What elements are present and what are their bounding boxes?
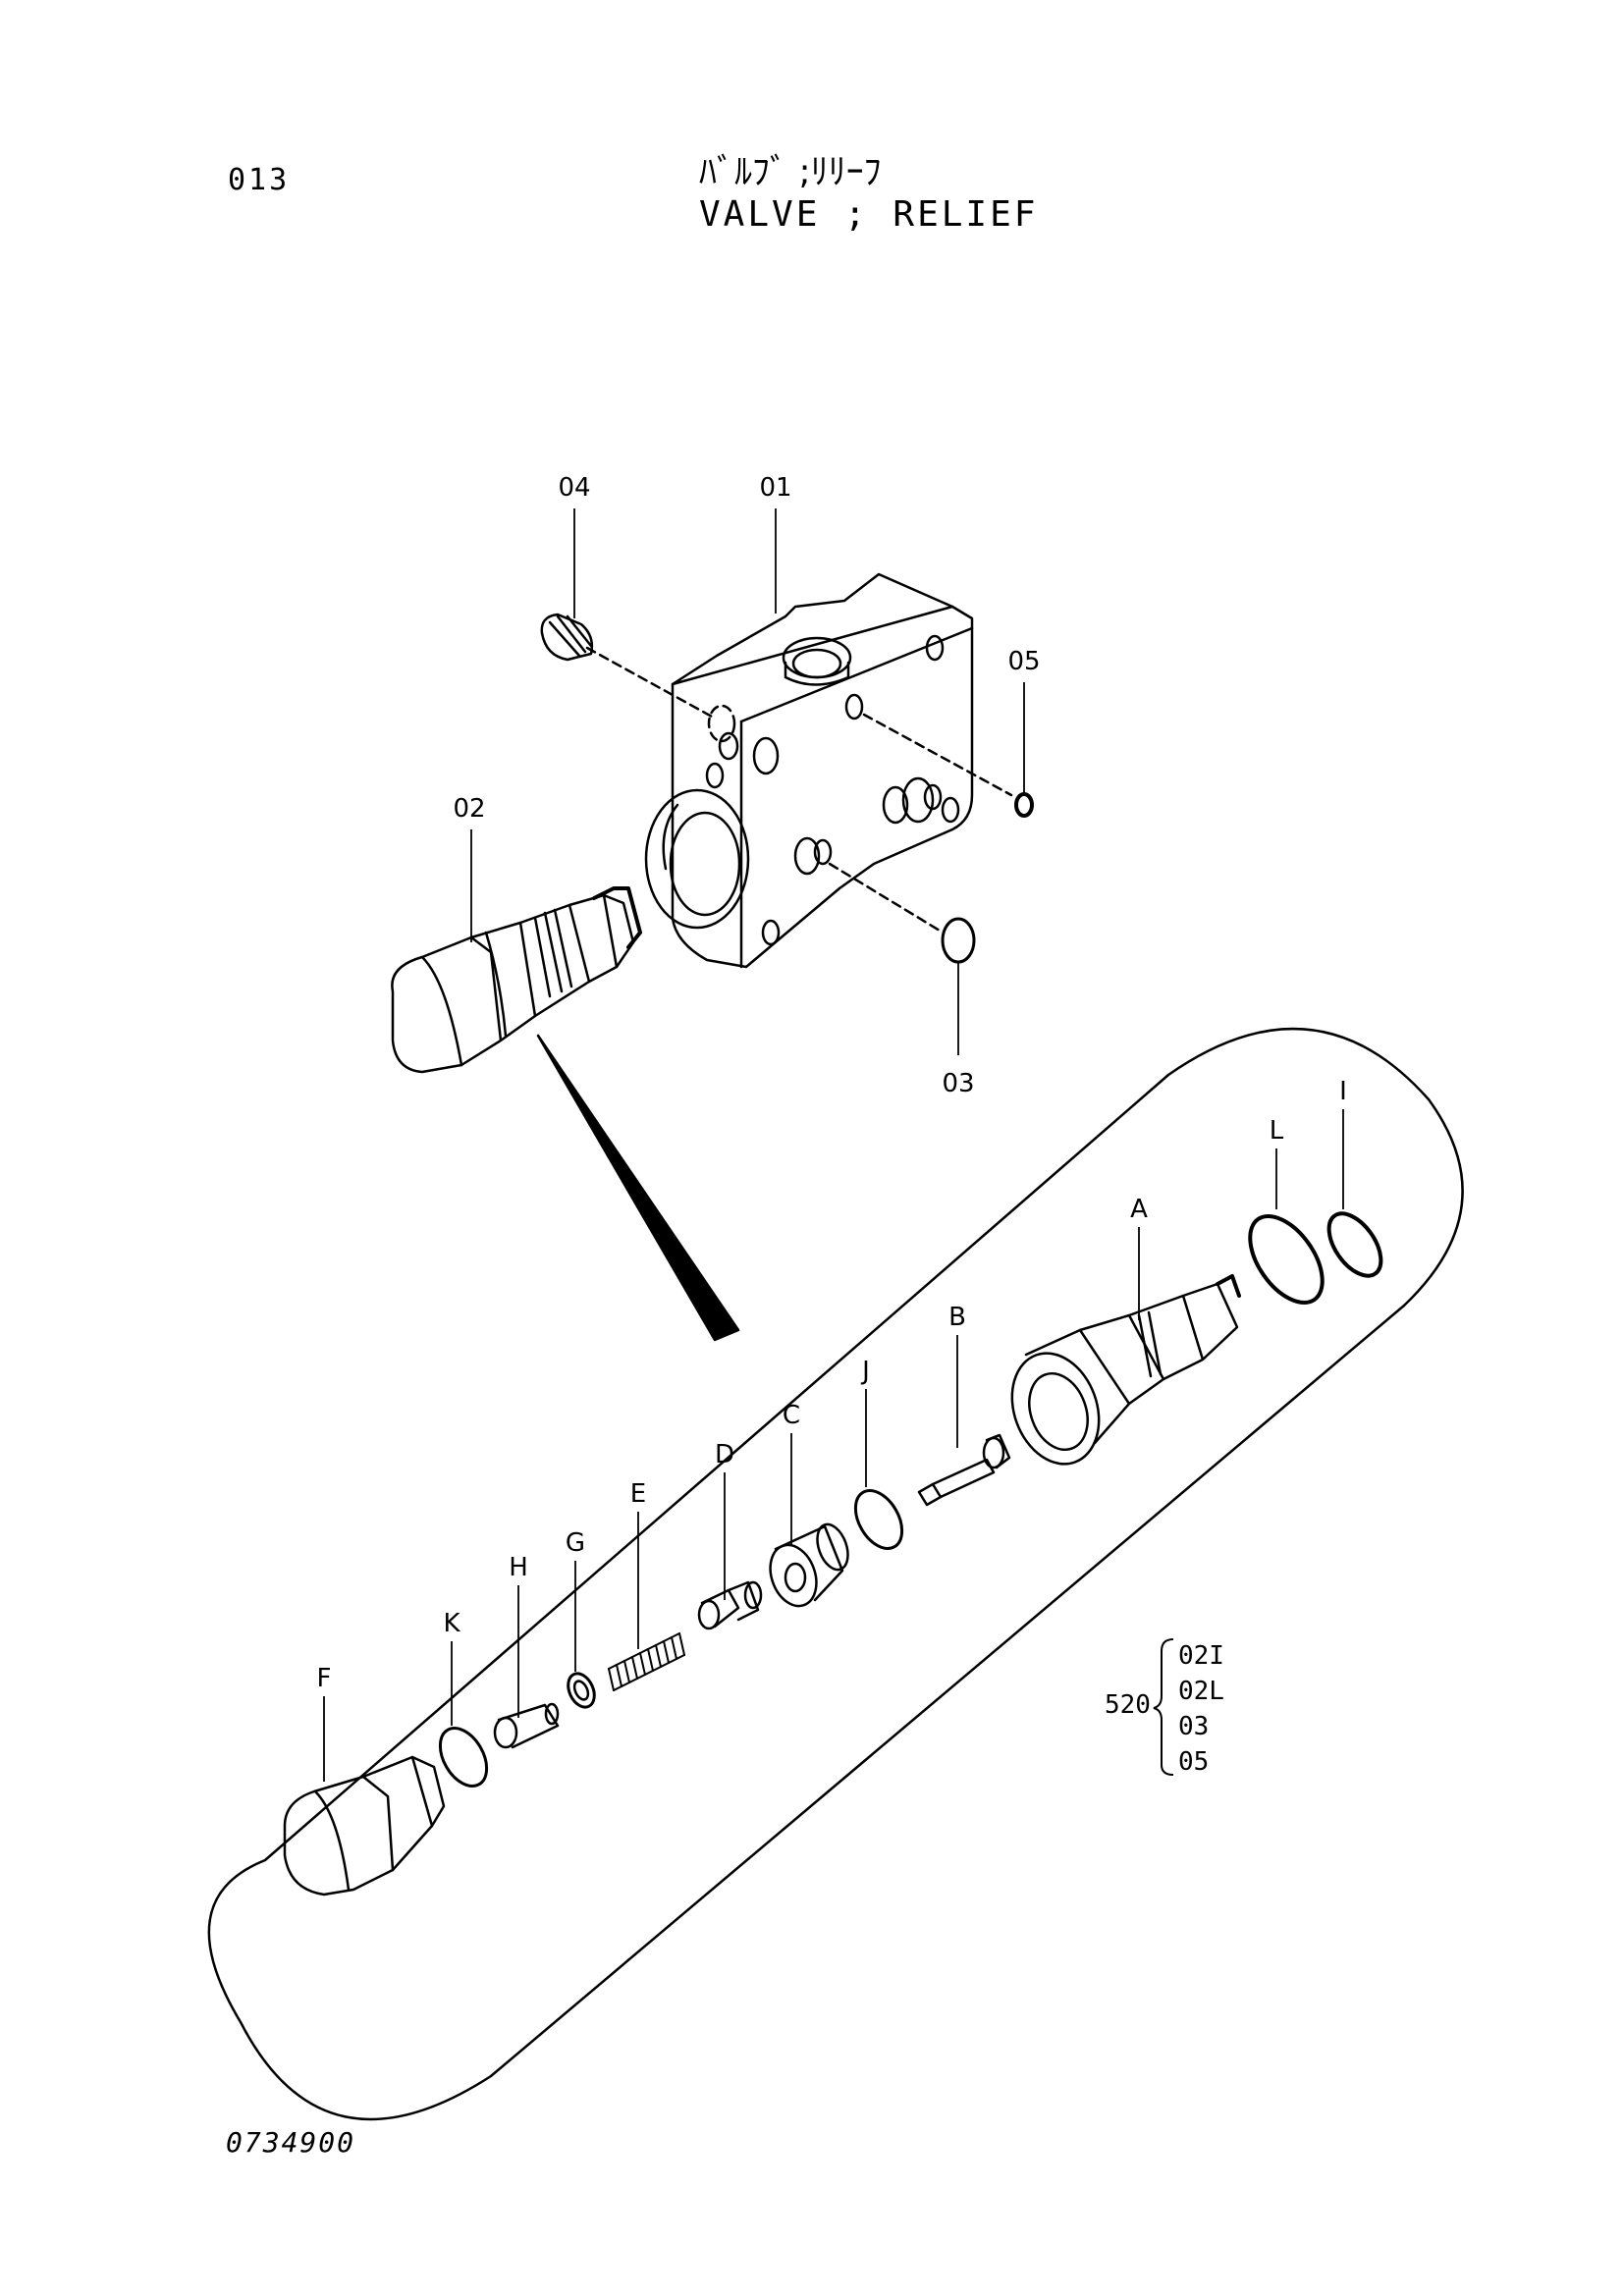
- kit-item: 02I: [1178, 1641, 1224, 1671]
- kit-number: 520: [1105, 1690, 1151, 1720]
- label-detail-d: D: [715, 1440, 734, 1469]
- relief-valve-assembly-drawing: [391, 886, 642, 1074]
- detail-part-i-drawing: [1326, 1211, 1383, 1278]
- label-detail-e: E: [630, 1479, 646, 1509]
- detail-part-l-drawing: [1248, 1214, 1325, 1305]
- detail-part-a-drawing: [1010, 1274, 1241, 1466]
- valve-body-drawing: [644, 572, 974, 969]
- label-detail-f: F: [317, 1664, 332, 1693]
- kit-item: 03: [1178, 1712, 1209, 1741]
- label-part-01: 01: [759, 473, 791, 503]
- label-part-02: 02: [453, 794, 485, 824]
- detail-part-d-drawing: [697, 1580, 763, 1630]
- label-detail-i: I: [1339, 1077, 1347, 1106]
- label-detail-k: K: [443, 1609, 460, 1638]
- detail-part-c-drawing: [769, 1522, 849, 1608]
- detail-part-e-drawing: [608, 1632, 685, 1691]
- label-detail-c: C: [783, 1401, 800, 1430]
- plug-drawing: [540, 613, 594, 662]
- kit-item: 02L: [1178, 1677, 1224, 1706]
- detail-part-f-drawing: [283, 1755, 446, 1896]
- detail-zoom-wedge: [536, 1034, 740, 1342]
- detail-part-b-drawing: [917, 1433, 1011, 1507]
- detail-part-k-drawing: [438, 1727, 489, 1788]
- detail-part-g-drawing: [567, 1672, 596, 1709]
- label-detail-j: J: [860, 1357, 870, 1386]
- label-detail-b: B: [948, 1303, 966, 1332]
- kit-bracket-group: 520 02I 02L 03 05: [1105, 1638, 1224, 1777]
- label-detail-a: A: [1130, 1195, 1148, 1224]
- label-detail-g: G: [566, 1528, 585, 1558]
- o-ring-05-drawing: [1014, 792, 1034, 818]
- title-japanese: ﾊﾞﾙﾌﾞ ;ﾘﾘｰﾌ: [699, 152, 882, 192]
- drawing-number: 0734900: [226, 2126, 356, 2159]
- label-detail-h: H: [509, 1553, 528, 1582]
- detail-view-outline: [207, 1027, 1464, 2121]
- page-code: 013: [228, 163, 291, 197]
- o-ring-03-drawing: [941, 917, 976, 964]
- detail-part-j-drawing: [853, 1489, 904, 1550]
- label-part-05: 05: [1007, 647, 1040, 676]
- kit-item: 05: [1178, 1747, 1209, 1777]
- title-english: VALVE ; RELIEF: [699, 194, 1039, 235]
- label-part-03: 03: [942, 1069, 974, 1098]
- label-detail-l: L: [1270, 1116, 1284, 1146]
- label-part-04: 04: [558, 473, 590, 503]
- kit-brace: [1153, 1638, 1174, 1776]
- detail-part-h-drawing: [493, 1702, 560, 1749]
